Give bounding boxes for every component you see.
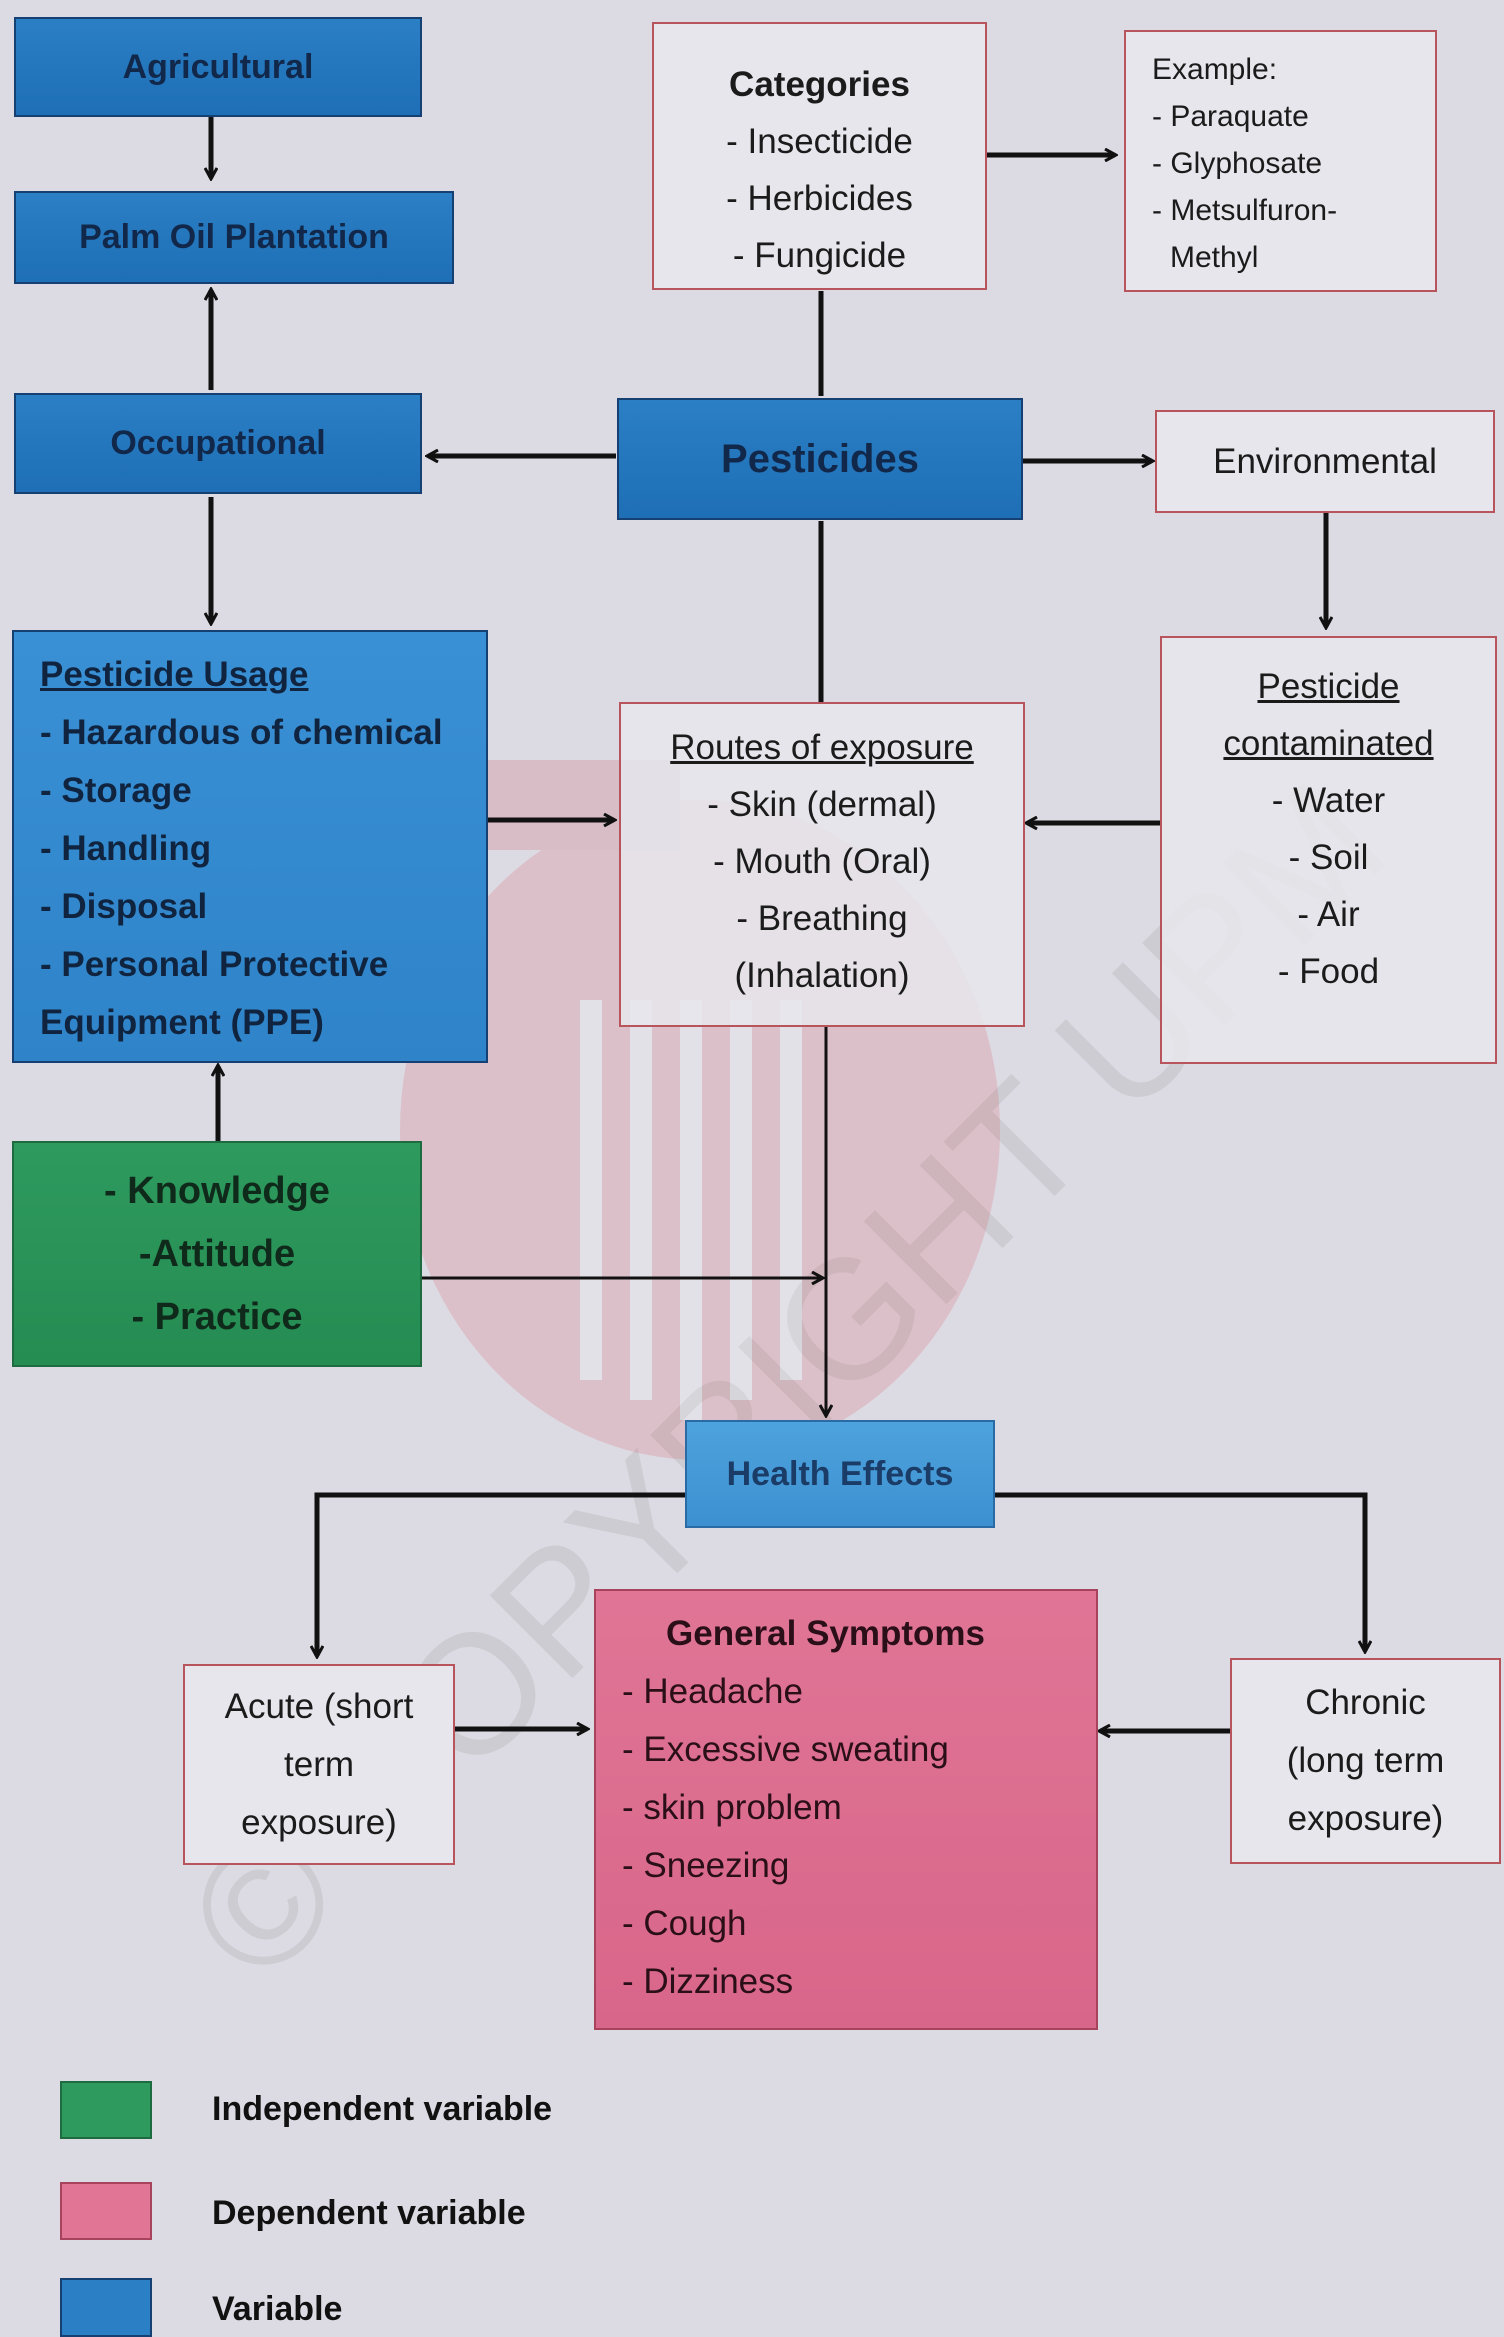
pesticide-usage-box: Pesticide Usage - Hazardous of chemical … bbox=[12, 630, 488, 1063]
categories-item: - Herbicides bbox=[726, 179, 913, 218]
routes-item: - Breathing bbox=[736, 899, 908, 938]
symptoms-item: - Sneezing bbox=[622, 1846, 790, 1885]
kap-item: -Attitude bbox=[138, 1232, 296, 1275]
pesticides-label: Pesticides bbox=[721, 436, 919, 481]
usage-item: Equipment (PPE) bbox=[40, 1003, 324, 1042]
contaminated-item: - Soil bbox=[1288, 838, 1369, 877]
agricultural-label: Agricultural bbox=[122, 47, 314, 86]
categories-item: - Fungicide bbox=[732, 236, 907, 275]
legend-swatch-variable bbox=[60, 2278, 152, 2337]
palm-oil-label: Palm Oil Plantation bbox=[79, 218, 389, 256]
categories-box: Categories - Insecticide - Herbicides - … bbox=[652, 22, 987, 290]
routes-of-exposure-box: Routes of exposure - Skin (dermal) - Mou… bbox=[619, 702, 1025, 1027]
environmental-label: Environmental bbox=[1213, 441, 1437, 481]
acute-line: Acute (short bbox=[224, 1686, 414, 1726]
symptoms-item: - skin problem bbox=[622, 1788, 842, 1827]
example-item: - Metsulfuron- bbox=[1152, 194, 1338, 227]
health-effects-label: Health Effects bbox=[726, 1454, 954, 1493]
arrow-health-to-acute bbox=[317, 1492, 685, 1656]
pesticides-box: Pesticides bbox=[617, 398, 1023, 520]
symptoms-title: General Symptoms bbox=[666, 1614, 985, 1653]
legend-swatch-independent bbox=[60, 2081, 152, 2139]
kap-item: - Practice bbox=[131, 1295, 303, 1338]
usage-item: - Hazardous of chemical bbox=[40, 713, 443, 752]
legend-label-variable: Variable bbox=[212, 2290, 343, 2328]
usage-title: Pesticide Usage bbox=[40, 655, 309, 694]
contaminated-item: - Food bbox=[1277, 952, 1380, 991]
pesticide-contaminated-box: Pesticide contaminated - Water - Soil - … bbox=[1160, 636, 1497, 1064]
contaminated-item: - Air bbox=[1297, 895, 1360, 934]
symptoms-item: - Excessive sweating bbox=[622, 1730, 949, 1769]
arrow-health-to-chronic bbox=[995, 1492, 1365, 1651]
categories-item: - Insecticide bbox=[726, 122, 913, 161]
usage-item: - Personal Protective bbox=[40, 945, 389, 984]
chronic-line: Chronic bbox=[1305, 1683, 1426, 1722]
health-effects-box: Health Effects bbox=[685, 1420, 995, 1528]
routes-item: - Skin (dermal) bbox=[707, 785, 937, 824]
symptoms-item: - Cough bbox=[622, 1904, 747, 1943]
usage-item: - Disposal bbox=[40, 887, 208, 926]
agricultural-box: Agricultural bbox=[14, 17, 422, 117]
acute-box: Acute (short term exposure) bbox=[183, 1664, 455, 1865]
routes-item: - Mouth (Oral) bbox=[713, 842, 931, 881]
contaminated-title-2: contaminated bbox=[1223, 724, 1434, 763]
contaminated-item: - Water bbox=[1271, 781, 1386, 820]
environmental-box: Environmental bbox=[1155, 410, 1495, 513]
occupational-box: Occupational bbox=[14, 393, 422, 494]
occupational-label: Occupational bbox=[110, 424, 326, 462]
example-box: Example: - Paraquate - Glyphosate - Mets… bbox=[1124, 30, 1437, 292]
example-item: - Paraquate bbox=[1152, 100, 1309, 133]
acute-line: exposure) bbox=[241, 1802, 397, 1842]
routes-title: Routes of exposure bbox=[670, 728, 974, 767]
example-item: - Glyphosate bbox=[1152, 147, 1323, 180]
acute-line: term bbox=[284, 1744, 354, 1784]
categories-title: Categories bbox=[729, 65, 910, 104]
legend-swatch-dependent bbox=[60, 2182, 152, 2240]
example-title: Example: bbox=[1152, 53, 1278, 86]
kap-box: - Knowledge -Attitude - Practice bbox=[12, 1141, 422, 1367]
legend-label-dependent: Dependent variable bbox=[212, 2194, 526, 2232]
legend-label-independent: Independent variable bbox=[212, 2090, 553, 2128]
contaminated-title-1: Pesticide bbox=[1257, 667, 1400, 706]
chronic-line: (long term bbox=[1286, 1741, 1445, 1780]
usage-item: - Handling bbox=[40, 829, 212, 868]
general-symptoms-box: General Symptoms - Headache - Excessive … bbox=[594, 1589, 1098, 2030]
routes-item: (Inhalation) bbox=[734, 956, 910, 995]
usage-item: - Storage bbox=[40, 771, 192, 810]
example-item: Methyl bbox=[1170, 241, 1259, 274]
symptoms-item: - Dizziness bbox=[622, 1962, 794, 2001]
palm-oil-box: Palm Oil Plantation bbox=[14, 191, 454, 284]
kap-item: - Knowledge bbox=[104, 1169, 330, 1212]
chronic-line: exposure) bbox=[1287, 1799, 1444, 1838]
chronic-box: Chronic (long term exposure) bbox=[1230, 1658, 1501, 1864]
symptoms-item: - Headache bbox=[622, 1672, 803, 1711]
